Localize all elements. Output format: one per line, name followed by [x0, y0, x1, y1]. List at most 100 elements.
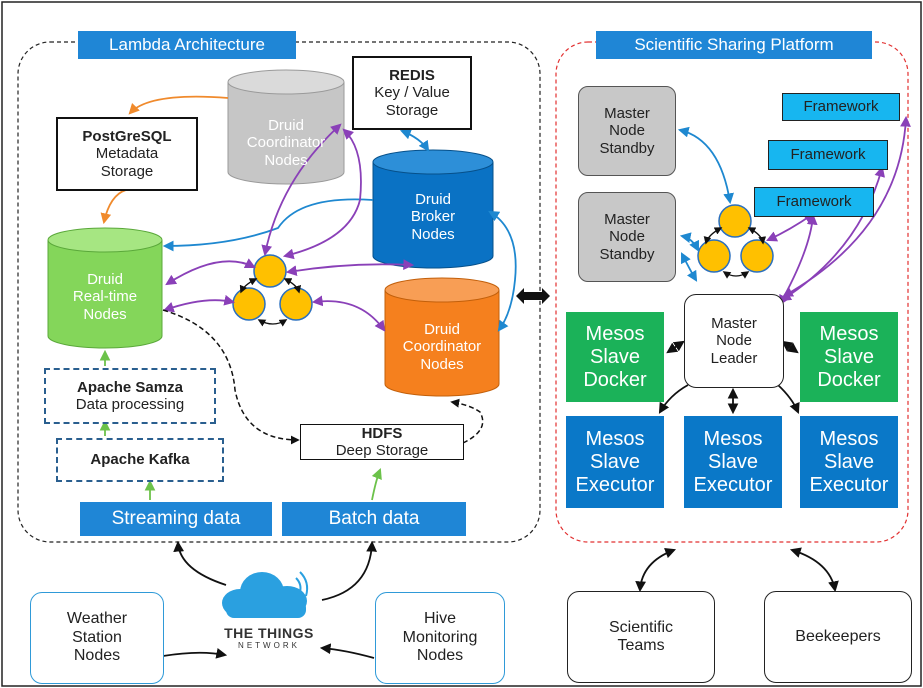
docker-right-line-2: Slave [823, 345, 875, 368]
druid-grey-line-3: Nodes [264, 151, 308, 169]
weather-line-2: Station [72, 628, 122, 646]
realtime-line-2: Real-time [72, 288, 138, 306]
executor3-line-1: Mesos [819, 427, 879, 450]
hive-monitoring-nodes: Hive Monitoring Nodes [375, 592, 505, 684]
weather-station-nodes: Weather Station Nodes [30, 592, 164, 684]
mesos-slave-executor-1: Mesos Slave Executor [566, 416, 664, 508]
apache-samza-box: Apache Samza Data processing [44, 368, 216, 424]
green-arrows [99, 349, 382, 501]
platform-title: Scientific Sharing Platform [634, 35, 834, 55]
hive-line-3: Nodes [416, 647, 464, 665]
druid-broker-label: Druid Broker Nodes [375, 182, 491, 252]
leader-line-3: Leader [710, 349, 758, 367]
streaming-label: Streaming data [111, 508, 241, 530]
leader-line-1: Master [711, 315, 757, 333]
hdfs-box: HDFS Deep Storage [300, 424, 464, 460]
weather-line-1: Weather [66, 610, 128, 628]
double-arrow [516, 288, 550, 304]
black-arrows [162, 340, 839, 659]
hdfs-name: HDFS [361, 424, 403, 442]
broker-line-2: Broker [410, 208, 456, 226]
lambda-title: Lambda Architecture [109, 35, 265, 55]
executor1-line-3: Executor [575, 473, 655, 496]
standby1-line-2: Node [609, 122, 645, 140]
standby2-line-3: Standby [599, 245, 655, 263]
kafka-name: Apache Kafka [90, 451, 190, 469]
framework-box-3: Framework [754, 187, 874, 217]
standby1-line-1: Master [604, 105, 650, 123]
hdfs-dashed-arrows [162, 309, 484, 445]
postgres-line-1: Metadata [95, 145, 159, 163]
framework-label-2: Framework [790, 146, 866, 164]
master-node-leader: Master Node Leader [684, 294, 784, 388]
teams-line-2: Teams [617, 637, 665, 654]
ttn-sub: NETWORK [238, 641, 300, 651]
postgres-name: PostGreSQL [82, 128, 172, 146]
broker-line-3: Nodes [411, 225, 455, 243]
scientific-teams: Scientific Teams [567, 591, 715, 683]
redis-line-1: Key / Value [374, 84, 450, 102]
postgres-line-2: Storage [100, 162, 154, 180]
druid-grey-line-2: Coordinator [246, 134, 326, 152]
druid-realtime-cylinder [47, 227, 163, 349]
standby2-line-2: Node [609, 228, 645, 246]
hive-line-1: Hive [423, 610, 456, 628]
master-node-standby-2: Master Node Standby [578, 192, 676, 282]
apache-kafka-box: Apache Kafka [56, 438, 224, 482]
docker-right-line-1: Mesos [819, 322, 879, 345]
platform-banner: Scientific Sharing Platform [596, 31, 872, 59]
mesos-slave-executor-3: Mesos Slave Executor [800, 416, 898, 508]
leader-line-2: Node [716, 332, 752, 350]
samza-desc: Data processing [75, 396, 185, 413]
docker-left-line-2: Slave [589, 345, 641, 368]
beekeepers: Beekeepers [764, 591, 912, 683]
orange-line-2: Coordinator [402, 338, 482, 356]
lambda-architecture-banner: Lambda Architecture [78, 31, 296, 59]
orange-line-1: Druid [424, 321, 460, 339]
mesos-slave-docker-right: Mesos Slave Docker [800, 312, 898, 402]
docker-right-line-3: Docker [817, 368, 881, 391]
postgresql-box: PostGreSQL Metadata Storage [56, 117, 198, 191]
mesos-slave-docker-left: Mesos Slave Docker [566, 312, 664, 402]
the-things-network-logo: THE THINGS NETWORK [214, 620, 324, 656]
framework-label-3: Framework [776, 193, 852, 211]
executor3-line-3: Executor [809, 473, 889, 496]
orange-line-3: Nodes [420, 355, 464, 373]
druid-grey-line-1: Druid [268, 117, 304, 135]
druid-coordinator-grey-label: Druid Coordinator Nodes [230, 108, 342, 178]
orange-arrows [100, 95, 229, 225]
redis-line-2: Storage [385, 101, 439, 119]
framework-box-1: Framework [782, 93, 900, 121]
framework-box-2: Framework [768, 140, 888, 170]
beekeepers-label: Beekeepers [795, 627, 881, 645]
master-node-standby-1: Master Node Standby [578, 86, 676, 176]
batch-data-bar: Batch data [282, 502, 466, 536]
samza-name: Apache Samza [77, 378, 183, 396]
executor1-line-2: Slave [589, 450, 641, 473]
executor1-line-1: Mesos [585, 427, 645, 450]
zookeeper-cluster-right [697, 204, 774, 279]
weather-line-3: Nodes [73, 647, 121, 665]
druid-realtime-label: Druid Real-time Nodes [50, 262, 160, 332]
hive-line-2: Monitoring [402, 628, 478, 646]
zookeeper-cluster-left [232, 254, 313, 327]
docker-left-line-3: Docker [583, 368, 647, 391]
executor2-line-1: Mesos [703, 427, 763, 450]
realtime-line-1: Druid [87, 271, 123, 289]
standby1-line-3: Standby [599, 139, 655, 157]
ttn-name: THE THINGS [224, 625, 314, 642]
cloud-icon [222, 571, 309, 618]
realtime-line-3: Nodes [83, 305, 127, 323]
docker-left-line-1: Mesos [585, 322, 645, 345]
redis-box: REDIS Key / Value Storage [352, 56, 472, 130]
batch-label: Batch data [328, 508, 420, 530]
hdfs-desc: Deep Storage [335, 442, 429, 459]
streaming-data-bar: Streaming data [80, 502, 272, 536]
broker-line-1: Druid [415, 191, 451, 209]
teams-line-1: Scientific [608, 618, 674, 636]
framework-label-1: Framework [803, 98, 879, 116]
executor2-line-2: Slave [707, 450, 759, 473]
